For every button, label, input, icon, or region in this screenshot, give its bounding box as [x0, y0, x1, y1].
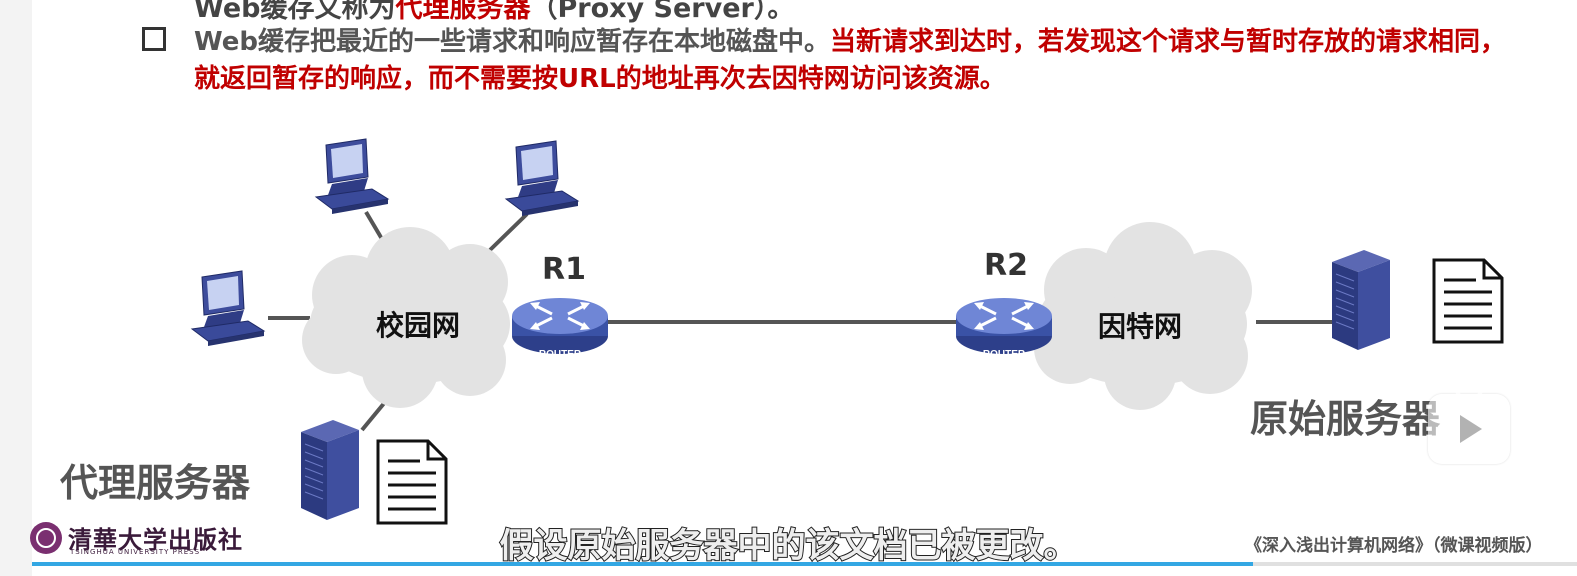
- top-line-suffix: （Proxy Server）。: [530, 0, 795, 24]
- left-page-strip: [0, 0, 32, 576]
- bullet-highlight-text: 当新请求到达时，若发现这个请求与暂时存放的请求相同，就返回暂存的响应，而不需要按…: [194, 27, 1507, 94]
- bullet-normal-text: Web缓存把最近的一些请求和响应暂存在本地磁盘中。: [194, 27, 830, 57]
- computer-icon: [315, 138, 389, 215]
- bullet-checkbox-icon: [142, 27, 166, 51]
- router-r2-caption: ROUTER: [983, 349, 1026, 360]
- video-progress-bar[interactable]: [32, 562, 1577, 566]
- internet-label: 因特网: [1098, 310, 1183, 343]
- campus-network-label: 校园网: [376, 309, 461, 342]
- router-r2-icon: [954, 296, 1054, 356]
- proxy-document-icon: [376, 439, 448, 525]
- publisher-seal-icon: [30, 521, 62, 554]
- origin-server-label: 原始服务器: [1250, 397, 1441, 441]
- cut-off-top-line: Web缓存又称为代理服务器（Proxy Server）。: [194, 0, 794, 25]
- publisher-logo: 清華大学出版社: [30, 520, 243, 555]
- slide-canvas: [32, 0, 1577, 576]
- proxy-server-label: 代理服务器: [60, 461, 251, 505]
- play-icon: [1460, 415, 1482, 443]
- origin-server-icon: [1331, 249, 1391, 351]
- internet-cloud-icon: [1034, 222, 1252, 410]
- video-subtitle: 假设原始服务器中的该文档已被更改。: [499, 525, 1079, 567]
- computer-icon: [505, 140, 579, 217]
- top-line-highlight: 代理服务器: [395, 0, 531, 24]
- video-progress-fill: [32, 562, 1253, 566]
- campus-cloud-icon: [302, 227, 510, 408]
- origin-document-icon: [1432, 258, 1504, 344]
- proxy-server-icon: [300, 419, 360, 521]
- publisher-name: 清華大学出版社: [68, 525, 243, 554]
- book-title: 《深入浅出计算机网络》（微课视频版）: [1245, 536, 1543, 556]
- play-button[interactable]: [1428, 379, 1510, 464]
- router-r1-label: R1: [542, 252, 586, 287]
- computer-icon: [191, 270, 265, 347]
- router-r1-caption: ROUTER: [539, 349, 582, 360]
- publisher-english-name: TSINGHUA UNIVERSITY PRESS: [70, 548, 201, 556]
- router-r2-label: R2: [984, 248, 1028, 283]
- router-r1-icon: [510, 296, 610, 356]
- top-line-prefix: Web缓存又称为: [194, 0, 396, 24]
- bullet-paragraph: Web缓存把最近的一些请求和响应暂存在本地磁盘中。当新请求到达时，若发现这个请求…: [194, 24, 1524, 98]
